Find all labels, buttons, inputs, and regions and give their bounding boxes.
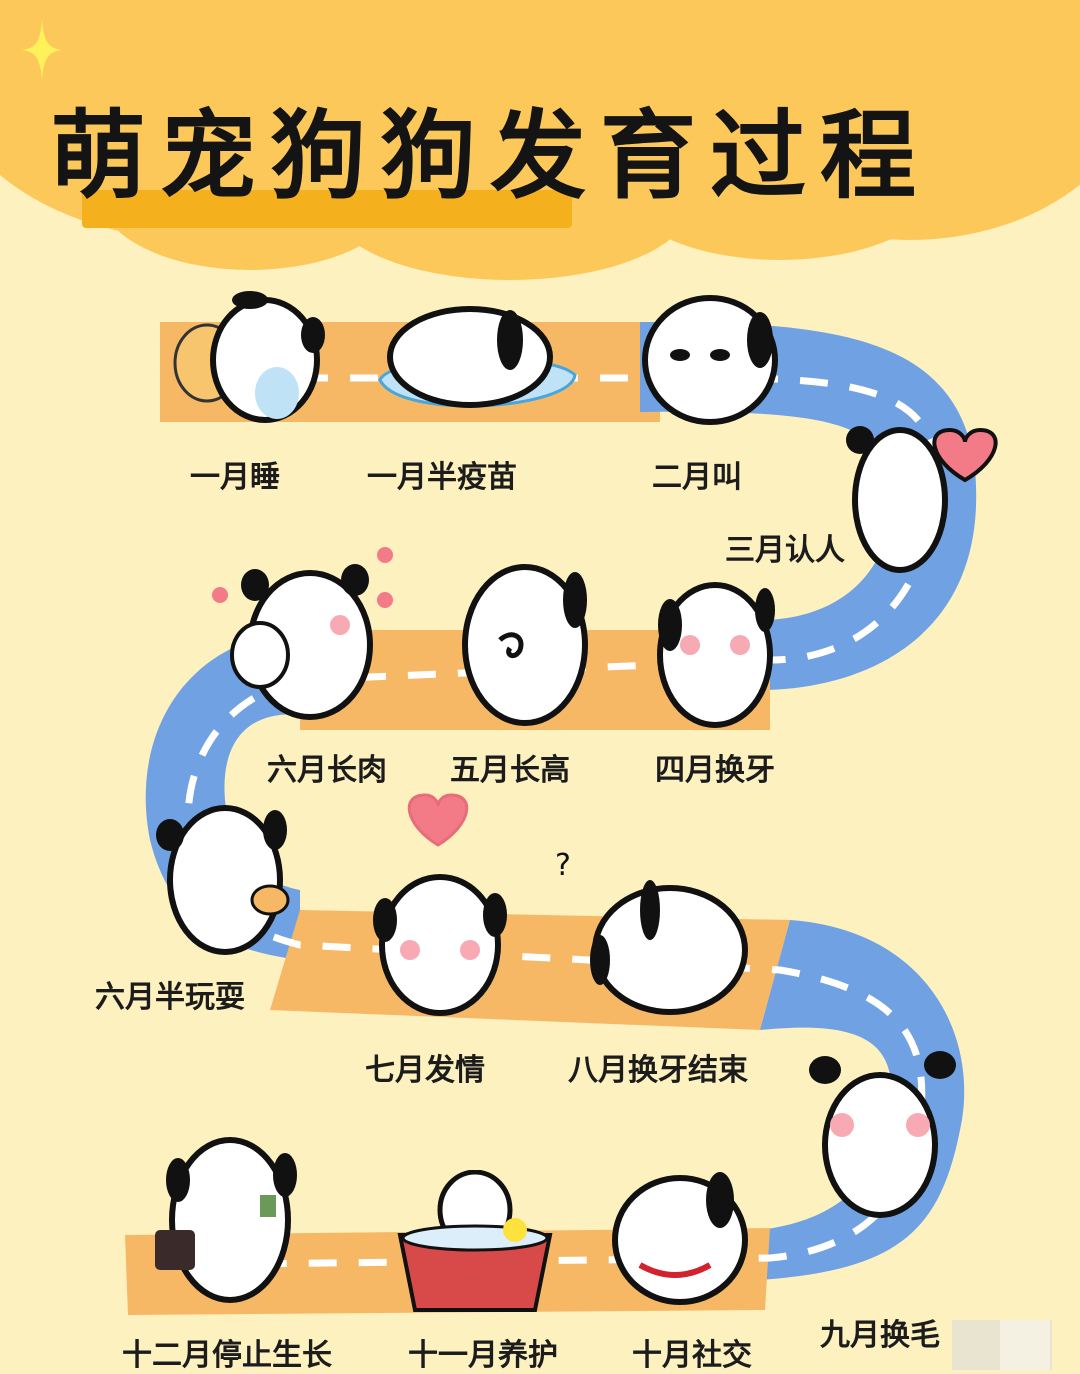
stage-label-month9: 九月换毛 bbox=[820, 1318, 940, 1353]
puppy-stop-growing bbox=[150, 1130, 310, 1310]
stage-label-month8: 八月换牙结束 bbox=[568, 1053, 748, 1088]
stage-label-month12: 十二月停止生长 bbox=[122, 1338, 332, 1373]
stage-label-month4: 四月换牙 bbox=[655, 753, 775, 788]
stage-label-month3: 三月认人 bbox=[725, 533, 845, 568]
puppy-playing bbox=[150, 800, 300, 960]
puppy-teething-done: ? bbox=[550, 840, 780, 1020]
stage-label-month11: 十一月养护 bbox=[408, 1338, 558, 1373]
stage-label-month10: 十月社交 bbox=[632, 1338, 752, 1373]
stage-label-month2: 二月叫 bbox=[652, 460, 742, 495]
stage-label-month7: 七月发情 bbox=[365, 1053, 485, 1088]
svg-text:?: ? bbox=[555, 848, 571, 883]
puppy-gaining-weight bbox=[200, 545, 400, 725]
page-title: 萌宠狗狗发育过程 bbox=[50, 100, 930, 212]
stage-label-month6: 六月长肉 bbox=[267, 753, 387, 788]
watermark-block-light bbox=[1000, 1320, 1050, 1370]
stage-label-month5: 五月长高 bbox=[450, 753, 570, 788]
stage-label-month1: 一月睡 bbox=[190, 460, 280, 495]
sparkle-icon bbox=[22, 20, 62, 80]
puppy-teething bbox=[640, 570, 790, 730]
puppy-vaccine bbox=[370, 295, 580, 435]
stage-label-month1-5: 一月半疫苗 bbox=[367, 460, 517, 495]
puppy-barking bbox=[630, 290, 790, 430]
puppy-shedding bbox=[800, 1040, 960, 1220]
puppy-socializing bbox=[600, 1160, 760, 1310]
title-underline bbox=[82, 190, 572, 228]
puppy-bathing bbox=[390, 1170, 560, 1320]
stage-label-month6-5: 六月半玩耍 bbox=[95, 980, 245, 1015]
puppy-sleeping bbox=[165, 285, 325, 435]
puppy-recognize bbox=[840, 410, 1010, 580]
puppy-in-heat bbox=[370, 790, 520, 1020]
puppy-growing-tall bbox=[450, 550, 600, 730]
